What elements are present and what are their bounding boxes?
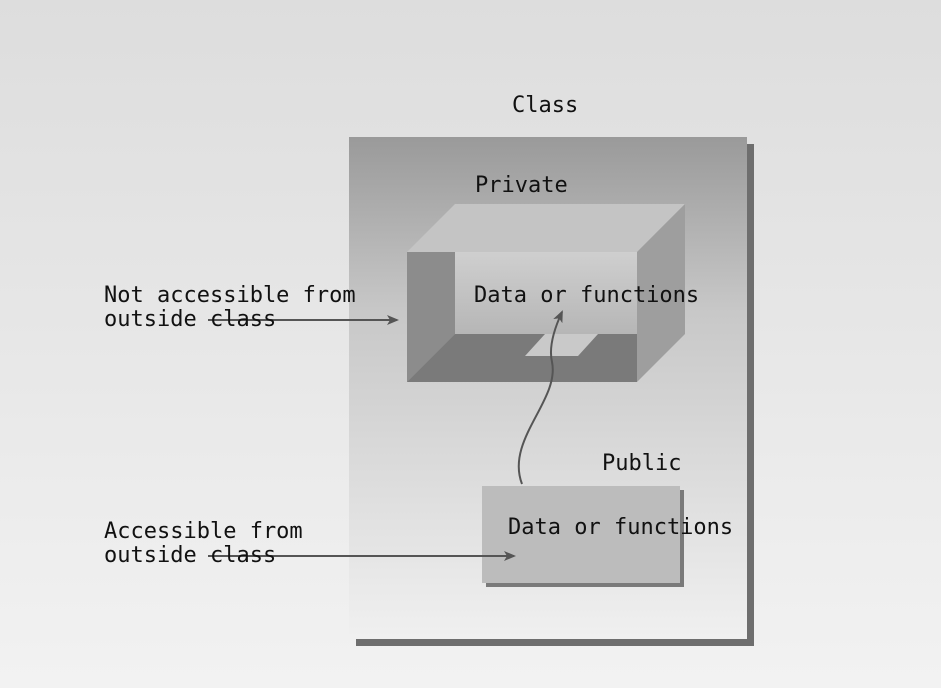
public-content: Data or functions <box>508 515 734 540</box>
private-box-right-face <box>637 204 685 382</box>
private-heading: Private <box>475 173 568 198</box>
private-box-notch <box>525 334 598 356</box>
public-box <box>482 486 680 583</box>
private-box-top-face <box>407 204 685 252</box>
not-accessible-label-line1: Not accessible from <box>104 283 356 308</box>
not-accessible-label-line2: outside class <box>104 307 277 332</box>
class-title: Class <box>512 93 579 118</box>
private-box <box>407 204 685 382</box>
accessible-label-line1: Accessible from <box>104 519 303 544</box>
public-to-private-arrow <box>517 310 563 485</box>
private-box-inner-back <box>455 252 637 334</box>
accessible-label-line2: outside class <box>104 543 277 568</box>
public-heading: Public <box>602 451 682 476</box>
private-content: Data or functions <box>474 283 700 308</box>
private-box-inner-left <box>407 252 455 382</box>
